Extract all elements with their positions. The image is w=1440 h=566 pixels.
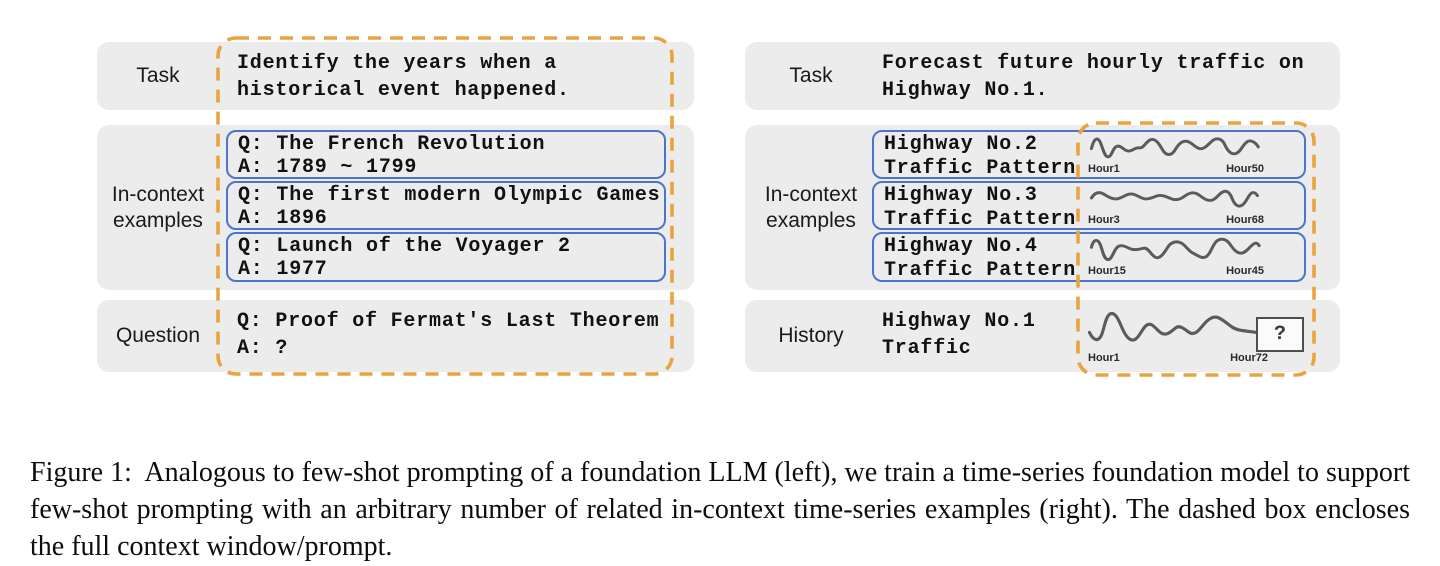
wave-start-hour: Hour15 (1088, 265, 1126, 277)
example-question: Q: Launch of the Voyager 2 (238, 235, 571, 258)
left-task-label: Task (136, 64, 180, 87)
example-answer: A: 1789 ~ 1799 (238, 156, 418, 179)
wave-start-hour: Hour1 (1088, 163, 1120, 175)
example-series-name: Highway No.2 Traffic Pattern (884, 133, 1077, 180)
left-question-text: Q: Proof of Fermat's Last Theorem A: ? (237, 310, 660, 360)
wave-start-hour: Hour1 (1088, 352, 1120, 364)
right-task-row (745, 42, 1340, 110)
example-card-highway-4: Highway No.4 Traffic Pattern (872, 232, 1306, 282)
example-answer: A: 1977 (238, 258, 328, 281)
wave-end-hour: Hour45 (1226, 265, 1264, 277)
example-series-name: Highway No.3 Traffic Pattern (884, 184, 1077, 231)
example-series-name: Highway No.4 Traffic Pattern (884, 235, 1077, 282)
right-history-label: History (778, 324, 844, 347)
forecast-question-mark-box: ? (1256, 317, 1304, 352)
example-card-voyager-2: Q: Launch of the Voyager 2 A: 1977 (226, 232, 666, 282)
right-in-context-label: In-context examples (764, 182, 858, 232)
traffic-wave-chart-history (1087, 311, 1258, 342)
figure-caption: Figure 1: Analogous to few-shot promptin… (30, 457, 1417, 562)
history-series-name: Highway No.1 Traffic (882, 310, 1036, 360)
example-answer: A: 1896 (238, 207, 328, 230)
wave-start-hour: Hour3 (1088, 214, 1120, 226)
left-task-text: Identify the years when a historical eve… (237, 52, 570, 102)
forecast-question-mark: ? (1273, 323, 1286, 346)
wave-end-hour: Hour50 (1226, 163, 1264, 175)
traffic-wave-chart-highway-3 (1089, 189, 1259, 208)
example-card-highway-2: Highway No.2 Traffic Pattern (872, 130, 1306, 180)
right-task-label: Task (789, 64, 833, 87)
traffic-wave-chart-highway-4 (1089, 237, 1261, 262)
left-question-label: Question (115, 324, 201, 347)
example-card-french-revolution: Q: The French Revolution A: 1789 ~ 1799 (226, 130, 666, 179)
example-card-olympic-games: Q: The first modern Olympic Games A: 189… (226, 181, 666, 230)
right-task-text: Forecast future hourly traffic on Highwa… (882, 52, 1305, 102)
example-question: Q: The first modern Olympic Games (238, 184, 661, 207)
traffic-wave-chart-highway-2 (1089, 137, 1260, 159)
wave-end-hour: Hour68 (1226, 214, 1264, 226)
example-question: Q: The French Revolution (238, 133, 546, 156)
left-in-context-label: In-context examples (111, 182, 205, 232)
wave-end-hour: Hour72 (1230, 352, 1268, 364)
